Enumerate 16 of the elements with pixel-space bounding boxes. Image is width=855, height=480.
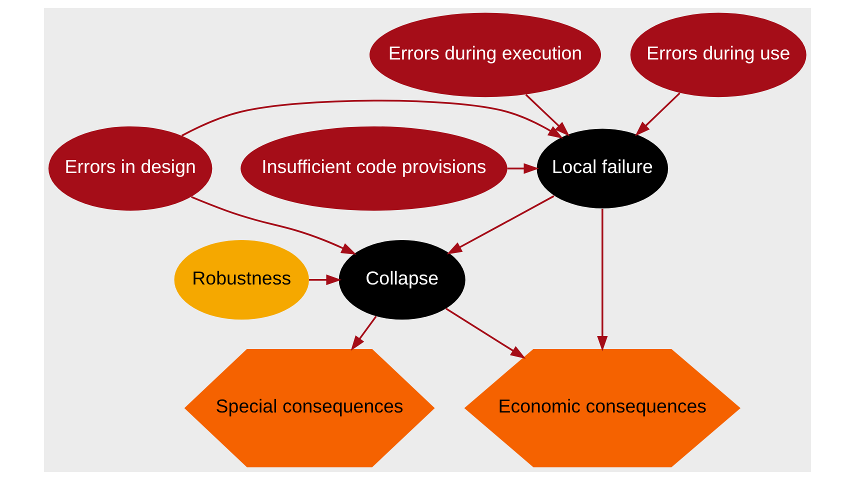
arrow [309,274,342,286]
arrow [507,163,539,174]
node-ellipse: Errors during use [630,12,806,98]
node-ellipse: Errors in design [48,126,212,211]
arrow [181,100,564,139]
arrow [635,92,680,136]
arrow [350,316,377,351]
arrow [597,208,608,352]
arrow [525,94,570,136]
node-ellipse: Insufficient code provisions [240,126,508,211]
arrow [446,195,554,254]
arrow [191,196,357,255]
node-ellipse: Local failure [536,128,668,208]
node-ellipse: Errors during execution [370,12,602,98]
node-ellipse: Robustness [174,240,309,320]
arrow [446,308,526,359]
